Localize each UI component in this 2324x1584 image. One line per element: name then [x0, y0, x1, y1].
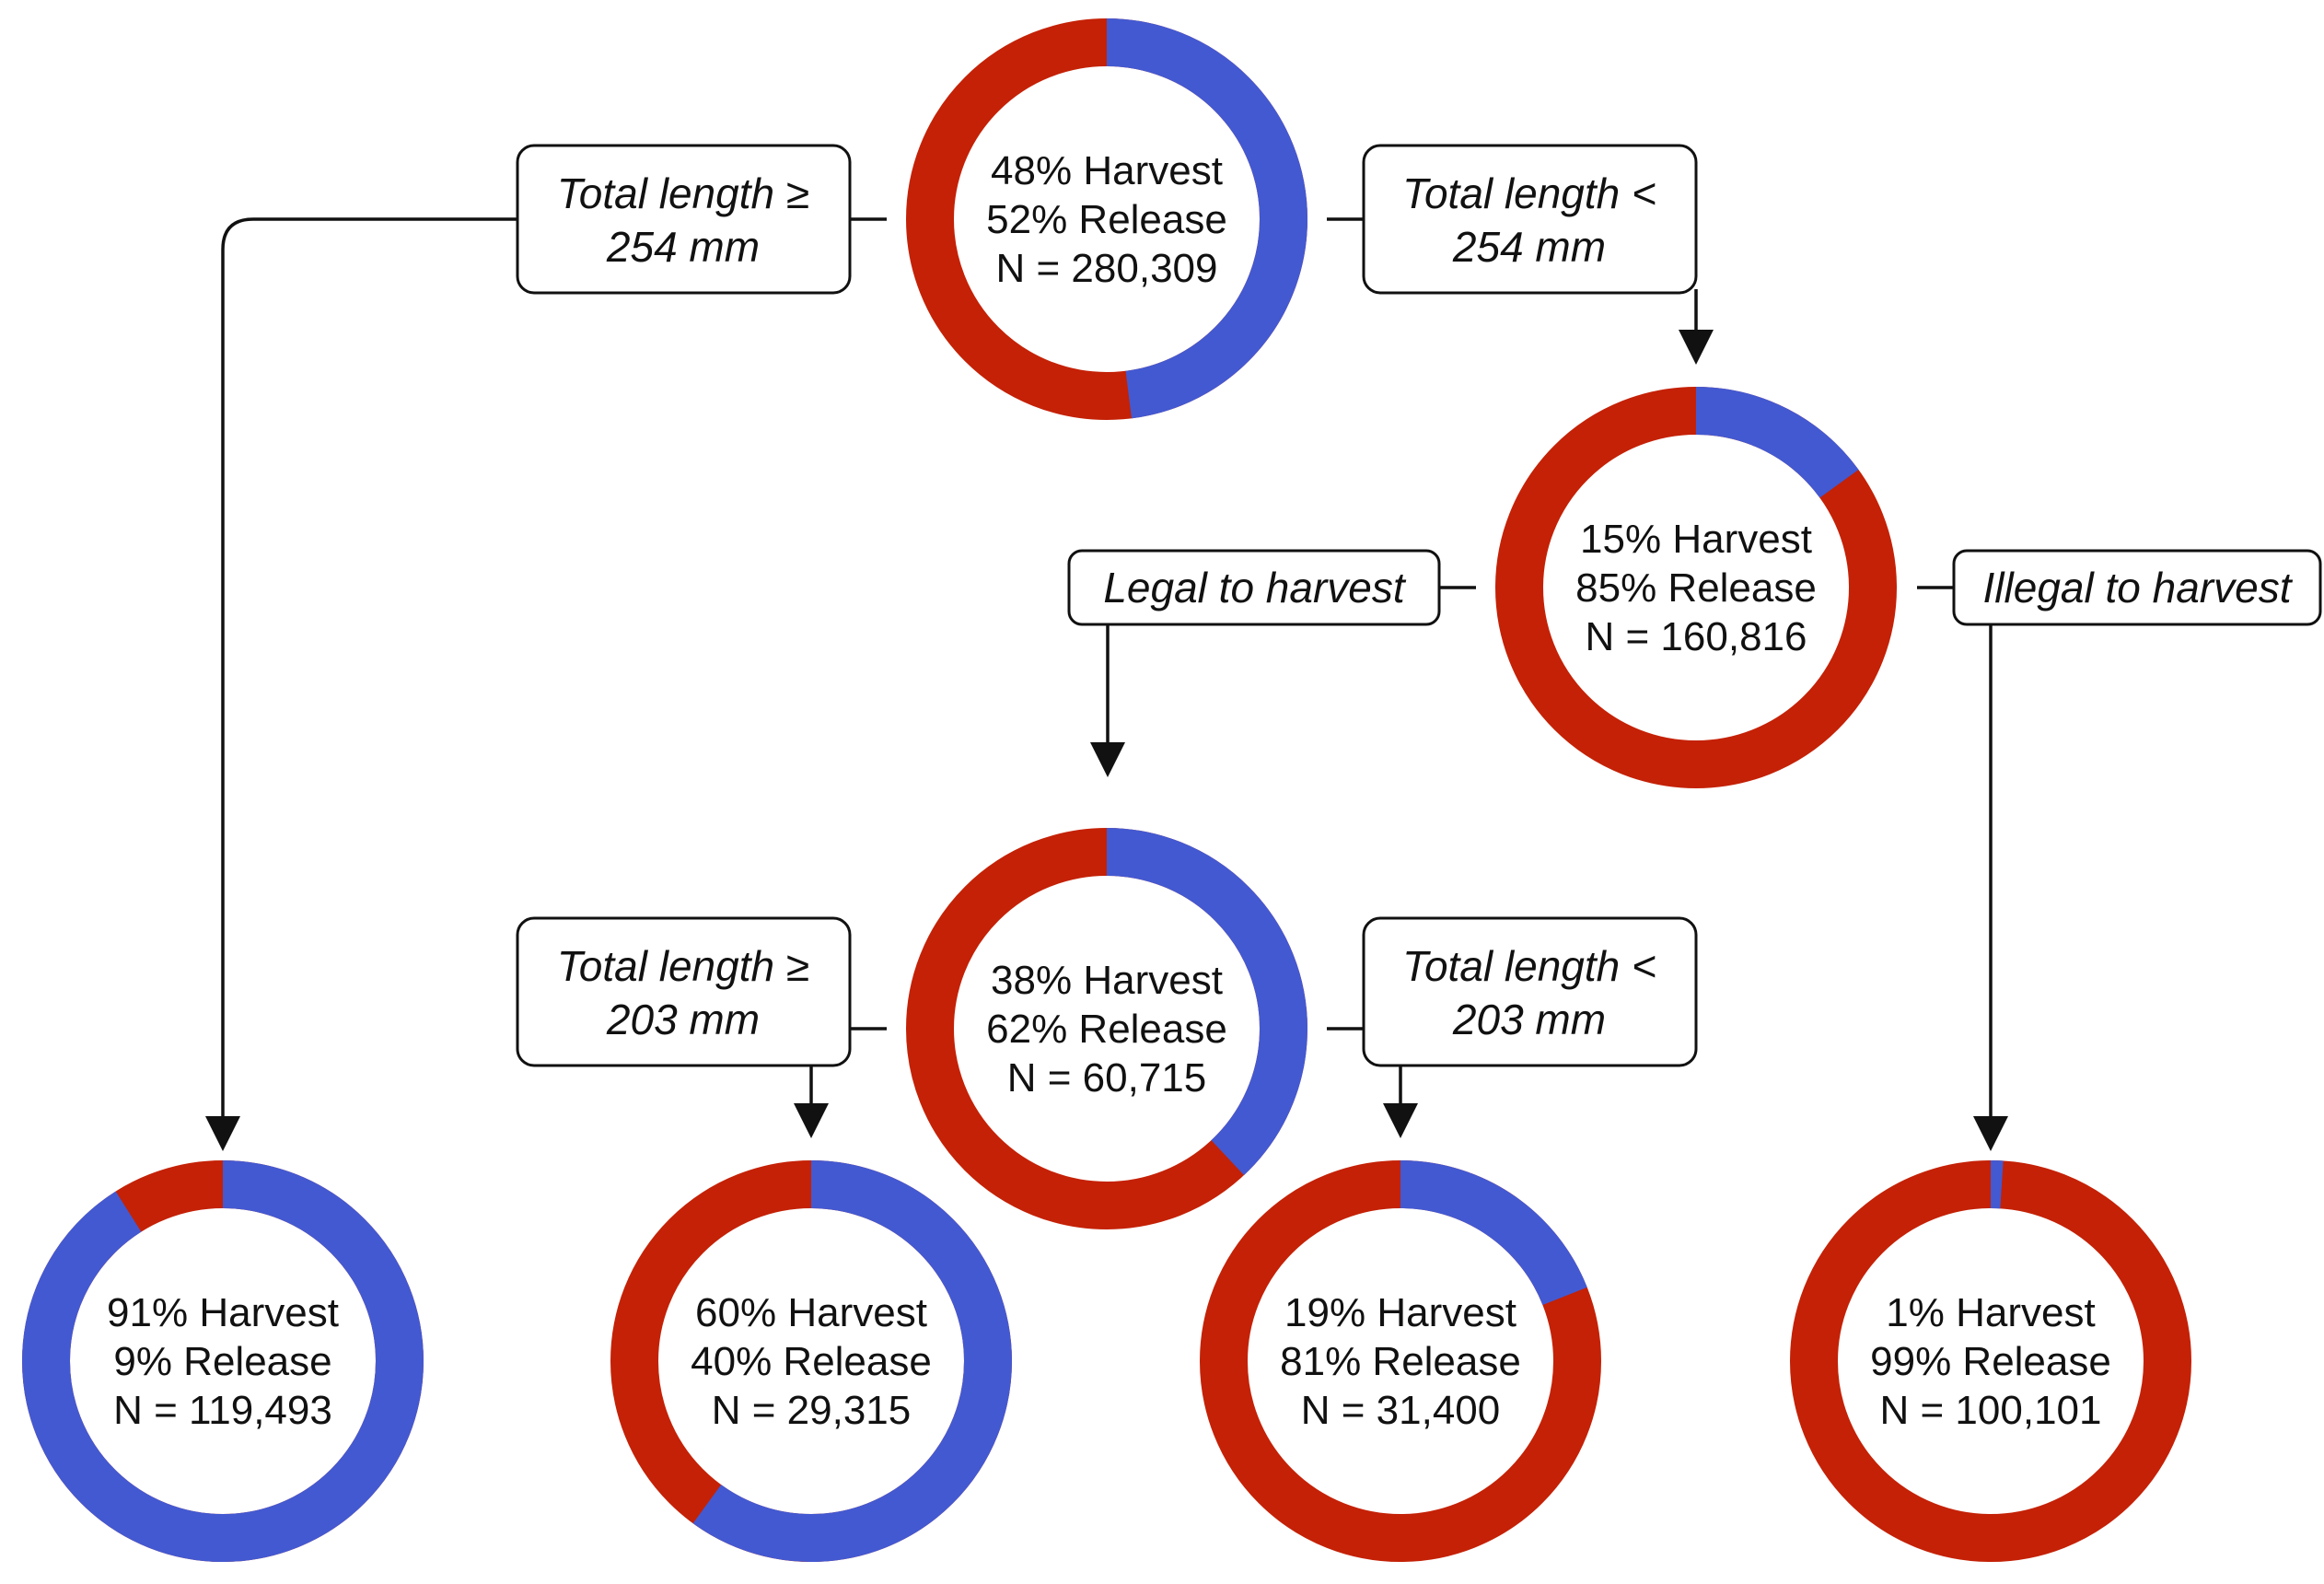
node-label-line: 48% Harvest — [991, 148, 1223, 193]
node-label-line: 15% Harvest — [1580, 517, 1812, 562]
branch-label-tl-lt-203: Total length < 203 mm — [1362, 916, 1698, 1067]
arrowhead-illegal — [1973, 1116, 2008, 1151]
node-label-line: 62% Release — [986, 1007, 1227, 1052]
branch-label-tl-lt-254: Total length < 254 mm — [1362, 144, 1698, 295]
svg-text:Total length <: Total length < — [1402, 169, 1656, 217]
node-label-line: N = 29,315 — [712, 1388, 912, 1433]
harvest-segment — [1790, 1160, 2191, 1562]
node-label-line: N = 60,715 — [1007, 1055, 1207, 1101]
node-label-line: N = 280,309 — [996, 246, 1218, 291]
branch-text: Illegal to harvest — [1983, 564, 2294, 611]
harvest-segment — [610, 1160, 1012, 1562]
node-label-line: 91% Harvest — [107, 1290, 339, 1335]
arrowhead-under254 — [1679, 330, 1714, 365]
node-label-line: 81% Release — [1280, 1339, 1521, 1384]
svg-text:254 mm: 254 mm — [1452, 223, 1606, 271]
svg-text:Legal to harvest: Legal to harvest — [1103, 564, 1407, 611]
arrowhead-over254 — [205, 1116, 240, 1151]
branch-text: Legal to harvest — [1103, 564, 1407, 611]
harvest-segment — [906, 828, 1307, 1229]
branch-label-tl-ge-203: Total length ≥ 203 mm — [516, 916, 852, 1067]
node-label-line: 40% Release — [691, 1339, 932, 1384]
node-label-line: 99% Release — [1870, 1339, 2111, 1384]
branch-text: 254 mm — [606, 223, 760, 271]
svg-text:203 mm: 203 mm — [1452, 996, 1606, 1043]
node-label-line: 85% Release — [1575, 565, 1817, 611]
branch-text: Total length ≥ — [557, 169, 809, 217]
branch-label-illegal-to-harvest: Illegal to harvest — [1952, 549, 2322, 626]
node-label-line: 19% Harvest — [1284, 1290, 1516, 1335]
harvest-segment — [906, 18, 1307, 420]
harvest-segment — [1495, 387, 1897, 788]
branch-text: 254 mm — [1452, 223, 1606, 271]
branch-label-legal-to-harvest: Legal to harvest — [1067, 549, 1441, 626]
branch-text: Total length ≥ — [557, 942, 809, 990]
svg-text:254 mm: 254 mm — [606, 223, 760, 271]
arrowhead-legal-under203 — [1383, 1103, 1418, 1138]
arrowhead-legal-over203 — [794, 1103, 829, 1138]
branch-text: 203 mm — [1452, 996, 1606, 1043]
node-label-line: 38% Harvest — [991, 958, 1223, 1003]
harvest-segment — [22, 1160, 424, 1562]
svg-text:203 mm: 203 mm — [606, 996, 760, 1043]
node-label-line: 52% Release — [986, 197, 1227, 242]
connectors — [205, 217, 2008, 1151]
svg-text:Total length <: Total length < — [1402, 942, 1656, 990]
svg-text:Total length ≥: Total length ≥ — [557, 169, 809, 217]
svg-text:Illegal to harvest: Illegal to harvest — [1983, 564, 2294, 611]
node-label-line: N = 31,400 — [1301, 1388, 1501, 1433]
node-label-line: N = 160,816 — [1586, 614, 1807, 659]
node-label-line: 1% Harvest — [1886, 1290, 2095, 1335]
svg-text:Total length ≥: Total length ≥ — [557, 942, 809, 990]
branch-text: Total length < — [1402, 942, 1656, 990]
branch-text: 203 mm — [606, 996, 760, 1043]
arrowhead-legal — [1090, 742, 1125, 777]
branch-text: Total length < — [1402, 169, 1656, 217]
node-label-line: 60% Harvest — [695, 1290, 927, 1335]
node-label-line: N = 100,101 — [1880, 1388, 2102, 1433]
node-label-line: N = 119,493 — [113, 1388, 332, 1433]
branch-label-tl-ge-254: Total length ≥ 254 mm — [516, 144, 852, 295]
harvest-segment — [1200, 1160, 1601, 1562]
connector-over254 — [221, 217, 517, 1125]
node-label-line: 9% Release — [113, 1339, 331, 1384]
